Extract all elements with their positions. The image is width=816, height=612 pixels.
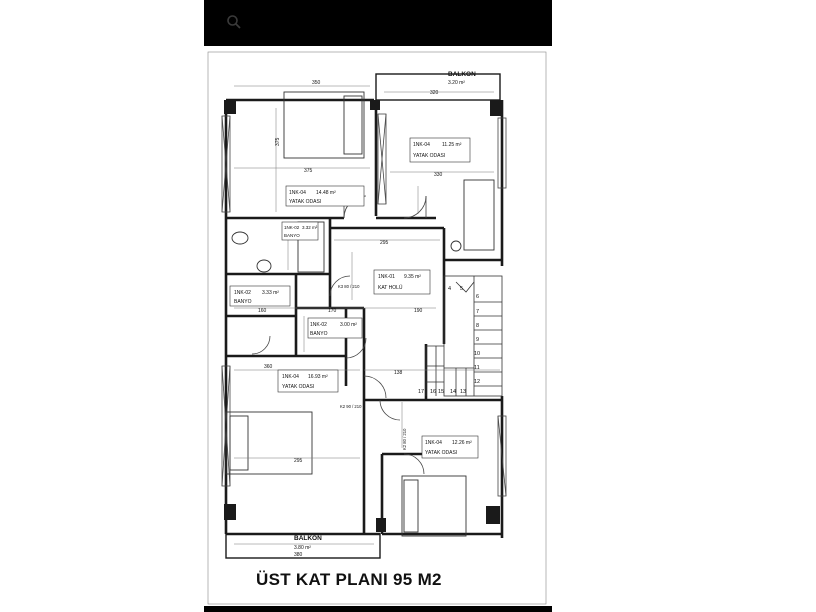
stair-step-7: 7 [476,309,479,315]
stair-step-4: 4 [448,286,451,292]
bath-mid-label: BANYO [234,299,252,305]
stair-step-14: 14 [450,389,456,395]
windows [221,113,507,497]
columns [224,100,502,532]
balcony-top-area: 3.20 m² [448,80,465,86]
stair-step-10: 10 [474,351,480,357]
hall-area: 9.35 m² [404,274,421,280]
floor-plan-frame: BALKON 3.20 m² 320 350 375 375 1NK-04 11… [204,0,552,612]
balcony-bottom-dim: 380 [294,552,303,558]
bed-se-pillow [403,479,419,533]
floor-plan-drawing: BALKON 3.20 m² 320 350 375 375 1NK-04 11… [207,51,547,605]
toilet-top [231,231,249,245]
dimension-lines [234,85,500,545]
stair-step-11: 11 [474,365,480,371]
stair-step-5: 5 [460,286,463,292]
stair-step-12: 12 [474,379,480,385]
bed-sw-pillow [229,415,249,471]
dim-170: 170 [328,308,337,314]
hall-dim: 295 [380,240,389,246]
sheet-border [207,51,547,605]
bedroom-se-area: 12.26 m² [452,440,472,446]
bath-small-code: 1NK-02 [310,322,327,328]
bedroom-nw-label: YATAK ODASI [289,199,321,205]
stair-step-6: 6 [476,294,479,300]
search-icon[interactable] [226,14,242,30]
hall-label: KAT HOLÜ [378,284,403,291]
bedroom-sw-code: 1NK-04 [282,374,299,380]
plan-title: ÜST KAT PLANI 95 M2 [256,570,442,589]
bedroom-ne-label: YATAK ODASI [413,153,445,159]
balcony-bottom-label: BALKON [294,535,322,542]
bed-nw [283,91,365,159]
sink-top [256,259,272,273]
drain-ne [450,240,462,252]
bath-top-label: BANYO [284,233,300,238]
floor-plan: BALKON 3.20 m² 320 350 375 375 1NK-04 11… [204,46,552,606]
dim-160: 160 [258,308,267,314]
bedroom-nw-code: 1NK-04 [289,190,306,196]
stair-step-9: 9 [476,337,479,343]
bedroom-sw-area: 16.93 m² [308,374,328,380]
bedroom-ne-area: 11.25 m² [442,142,462,148]
door-label-3: K2 80 / 210 [402,428,407,450]
bath-top-area: 3.32 m² [302,225,318,230]
bottom-edge [204,606,552,612]
shower-ne [463,179,495,251]
bath-top-code: 1NK-02 [284,225,300,230]
fixtures [231,231,462,273]
stair-step-16: 16 [430,389,436,395]
bedroom-nw-dim-top: 350 [312,80,321,86]
bedroom-sw-dim-bottom: 295 [294,458,303,464]
bedroom-se-code: 1NK-04 [425,440,442,446]
bedroom-nw-dim-side: 375 [275,137,281,146]
stair-step-15: 15 [438,389,444,395]
bed-nw-pillow [343,95,363,155]
bath-mid-area: 3.33 m² [262,290,279,296]
balcony-bottom-area: 3.80 m² [294,545,311,551]
bedroom-se-label: YATAK ODASI [425,450,457,456]
dim-190: 190 [414,308,423,314]
bedroom-nw-area: 14.48 m² [316,190,336,196]
bedroom-nw-dim-mid: 375 [304,168,313,174]
bath-small-label: BANYO [310,331,328,337]
bath-mid-code: 1NK-02 [234,290,251,296]
bedroom-ne-code: 1NK-04 [413,142,430,148]
stair-step-8: 8 [476,323,479,329]
bed-sw [225,411,313,475]
top-bar [204,0,552,46]
door-label-1: K3 80 / 210 [338,284,360,289]
hall-code: 1NK-01 [378,274,395,280]
bedroom-sw-label: YATAK ODASI [282,384,314,390]
balcony-top-label: BALKON [448,71,476,78]
bed-se [401,475,467,537]
stair-step-17: 17 [418,389,424,395]
balcony-top-dim: 320 [430,90,439,96]
bedroom-sw-dim-top: 360 [264,364,273,370]
label-boxes [229,137,479,459]
dim-138: 138 [394,370,403,376]
bath-small-area: 3.00 m² [340,322,357,328]
bedroom-ne-dim: 330 [434,172,443,178]
door-label-2: K2 90 / 210 [340,404,362,409]
stair-step-13: 13 [460,389,466,395]
staircase [425,275,503,397]
stair-numbers: 4 5 6 7 8 9 10 11 12 13 14 15 16 17 [418,286,480,395]
